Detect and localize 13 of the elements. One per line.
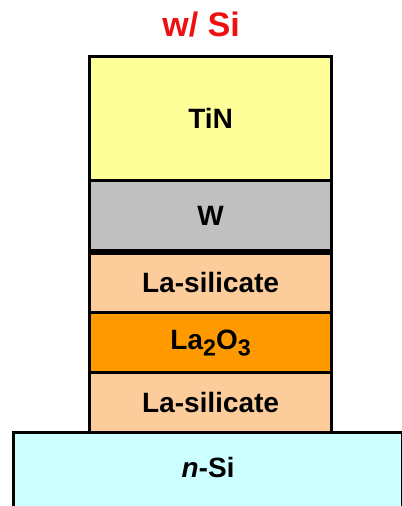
layer-label: n-Si [182,452,234,484]
layer-block [88,179,333,252]
layer-block [88,252,333,314]
layer-label: La-silicate [142,386,279,418]
title: w/ Si [161,6,241,45]
layer-block [88,55,333,182]
layer-block [88,311,333,374]
layer-block [12,431,402,506]
layer-label: La$_{2}$O$_{3}$ [170,324,251,362]
layer-label: W [197,200,224,232]
layer-label: La-silicate [142,267,279,299]
layer-label: TiN [188,102,233,134]
layer-block [88,371,333,434]
